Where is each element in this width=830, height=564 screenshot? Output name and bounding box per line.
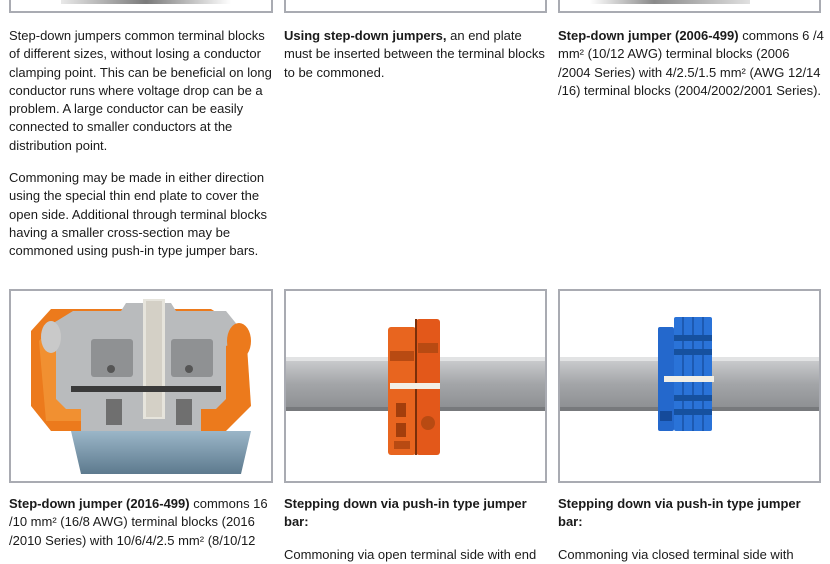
caption-end-plate-bold: Using step-down jumpers, [284, 28, 447, 43]
top-image-frame-2 [284, 0, 547, 13]
caption-2006-499-text: commons 6 /4 mm² (10/12 AWG) terminal bl… [558, 28, 824, 98]
image-frame-blue-on-rail [558, 289, 821, 483]
top-image-frame-1 [9, 0, 273, 13]
bottom-caption-column-3: Stepping down via push-in type jumper ba… [558, 495, 820, 564]
blue-blocks-rail-image [560, 317, 819, 431]
bottom-caption-column-2: Stepping down via push-in type jumper ba… [284, 495, 546, 564]
caption-2006-499-bold: Step-down jumper (2006-499) [558, 28, 739, 43]
top-image-frame-3 [558, 0, 821, 13]
caption-open-side-text: Commoning via open terminal side with en… [284, 546, 537, 562]
text-column-3: Step-down jumper (2006-499) commons 6 /4… [558, 27, 824, 100]
caption-closed-side-text: Commoning via closed terminal side with [558, 546, 794, 562]
caption-2016-499-bold: Step-down jumper (2016-499) [9, 496, 190, 511]
description-paragraph-1: Step-down jumpers common terminal blocks… [9, 28, 272, 153]
top-image-1-fragment [61, 0, 231, 4]
orange-blocks-rail-image [286, 319, 545, 455]
caption-end-plate: Using step-down jumpers, an end plate mu… [284, 27, 546, 82]
terminal-block-orange-image [31, 299, 251, 474]
caption-2006-499: Step-down jumper (2006-499) commons 6 /4… [558, 27, 824, 100]
caption-push-in-heading-2: Stepping down via push-in type jumper ba… [558, 496, 801, 530]
caption-push-in-heading-1: Stepping down via push-in type jumper ba… [284, 496, 527, 530]
description-paragraph-2: Commoning may be made in either directio… [9, 170, 267, 259]
image-frame-terminal-block-2016 [9, 289, 273, 483]
image-frame-orange-on-rail [284, 289, 547, 483]
text-column-1: Step-down jumpers common terminal blocks… [9, 27, 273, 261]
caption-end-plate-text: an end plate must be inserted between th… [284, 28, 545, 80]
text-column-2: Using step-down jumpers, an end plate mu… [284, 27, 546, 82]
top-image-3-fragment [590, 0, 750, 4]
